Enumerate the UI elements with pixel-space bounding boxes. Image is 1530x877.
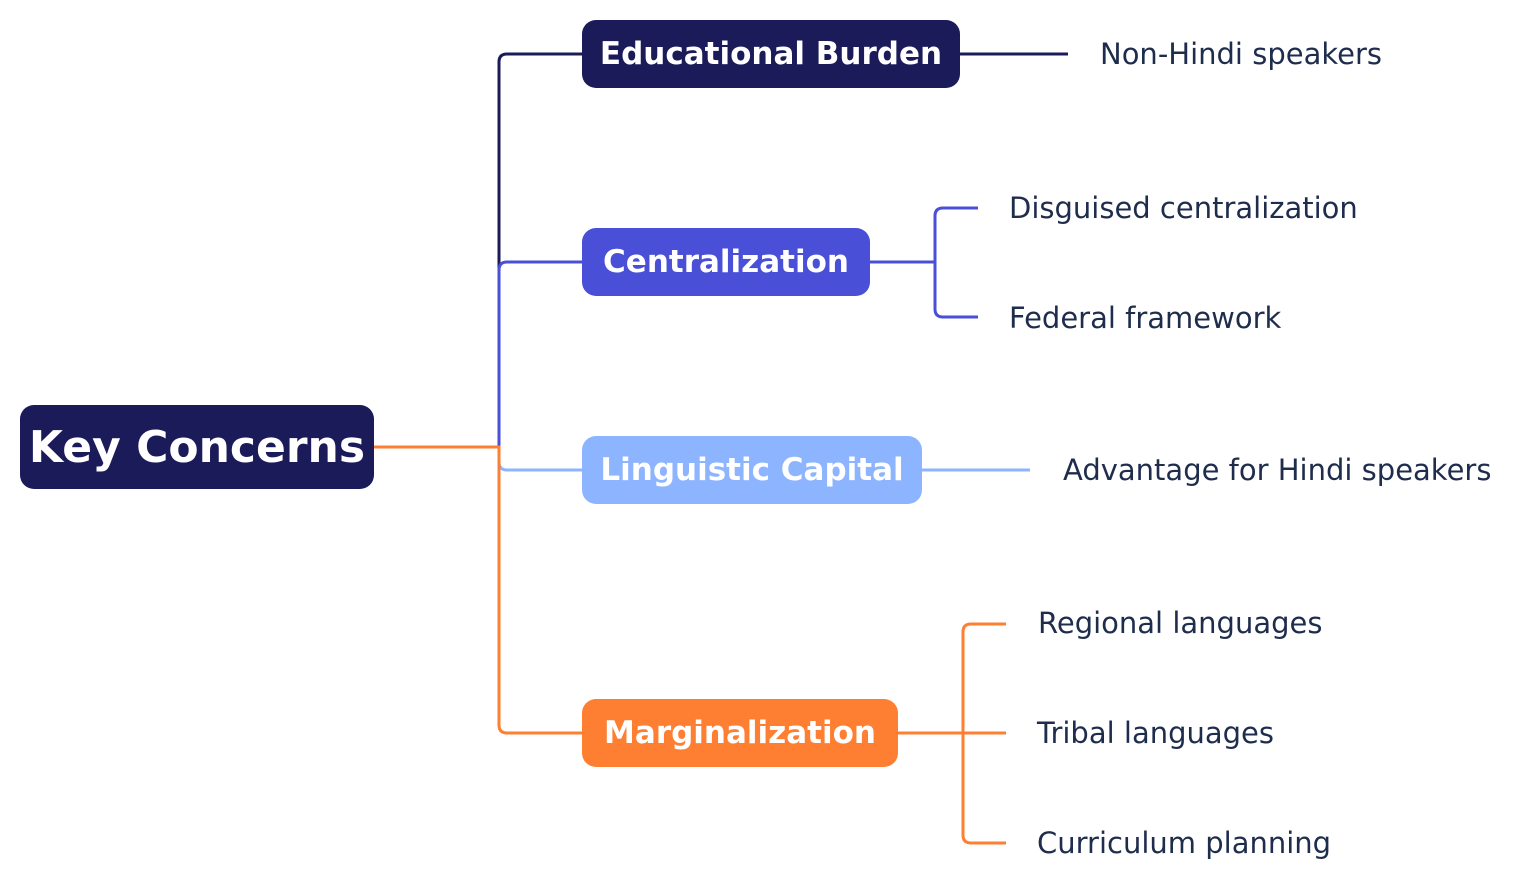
connector-centralization-to-disguised-centralization <box>868 206 978 264</box>
leaf-advantage-for-hindi-speakers: Advantage for Hindi speakers <box>1063 453 1492 487</box>
leaf-disguised-centralization: Disguised centralization <box>1009 191 1358 225</box>
connector-root-to-educational-burden <box>372 52 584 449</box>
branch-node-marginalization: Marginalization <box>582 699 898 767</box>
connector-marginalization-to-curriculum-planning <box>896 731 1006 845</box>
root-node-key-concerns: Key Concerns <box>20 405 374 489</box>
connector-marginalization-to-regional-languages <box>896 622 1006 735</box>
branch-node-centralization: Centralization <box>582 228 870 296</box>
branch-node-educational-burden: Educational Burden <box>582 20 960 88</box>
branch-node-linguistic-capital: Linguistic Capital <box>582 436 922 504</box>
connector-root-to-linguistic-capital <box>372 445 584 472</box>
connector-root-to-centralization <box>372 260 584 449</box>
connector-centralization-to-federal-framework <box>868 260 978 319</box>
leaf-federal-framework: Federal framework <box>1009 301 1282 335</box>
leaf-tribal-languages: Tribal languages <box>1037 716 1275 750</box>
leaf-non-hindi-speakers: Non-Hindi speakers <box>1100 37 1382 71</box>
leaf-regional-languages: Regional languages <box>1038 606 1323 640</box>
connector-root-to-marginalization <box>372 445 584 735</box>
leaf-curriculum-planning: Curriculum planning <box>1037 826 1332 860</box>
